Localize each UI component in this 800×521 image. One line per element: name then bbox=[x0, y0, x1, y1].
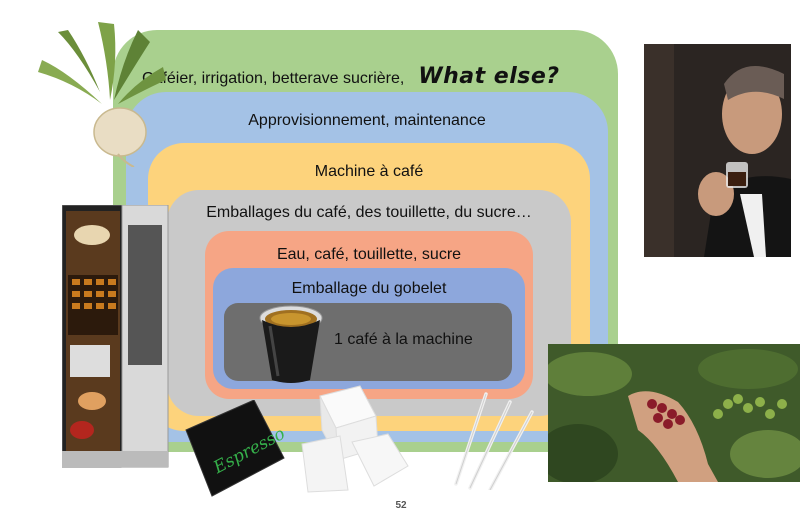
sugar-beet-image bbox=[38, 22, 166, 167]
coffee-drinker-photo bbox=[644, 44, 791, 257]
layer-plantation-label: Caféier, irrigation, betterave sucrière,… bbox=[142, 64, 618, 89]
coffee-cherries-photo bbox=[548, 344, 800, 482]
sugar-cubes-image bbox=[301, 385, 409, 493]
page-number: 52 bbox=[395, 500, 407, 511]
layer-coffee-label: 1 café à la machine bbox=[334, 331, 473, 348]
layer-cup-packaging-label: Emballage du gobelet bbox=[291, 280, 447, 297]
vending-machine-image bbox=[62, 205, 169, 468]
espresso-pack-image: Espresso bbox=[185, 400, 288, 497]
layer-packaging-label: Emballages du café, des touillette, du s… bbox=[206, 204, 532, 221]
stirrers-image bbox=[454, 392, 534, 490]
layer-supply-label: Approvisionnement, maintenance bbox=[248, 112, 486, 129]
layer-ingredients-label: Eau, café, touillette, sucre bbox=[276, 246, 462, 263]
coffee-cup-image bbox=[259, 305, 323, 383]
what-else-text: What else? bbox=[418, 64, 560, 89]
layer-plantation-text: Caféier, irrigation, betterave sucrière, bbox=[142, 70, 405, 87]
layer-machine-label: Machine à café bbox=[314, 163, 424, 180]
